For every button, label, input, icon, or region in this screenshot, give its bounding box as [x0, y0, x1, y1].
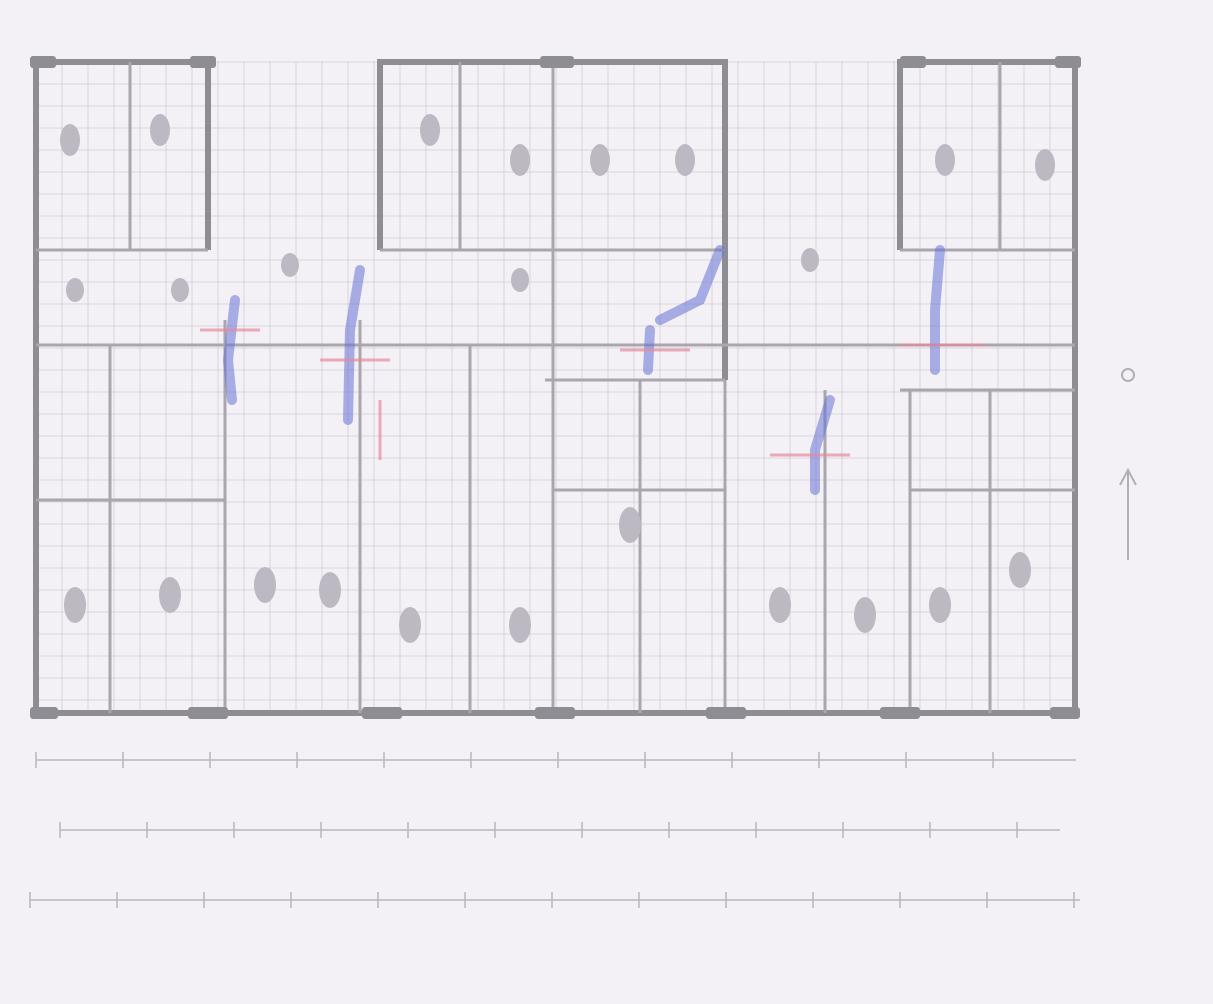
room-fixtures — [60, 114, 1055, 643]
dimension-marks — [29, 752, 1080, 908]
blue-pipe-runs — [222, 245, 945, 495]
grid-lines — [35, 61, 1077, 713]
wall-bases — [30, 56, 1081, 719]
red-pipe-runs — [200, 328, 985, 460]
north-arrow-icon — [1119, 368, 1137, 560]
